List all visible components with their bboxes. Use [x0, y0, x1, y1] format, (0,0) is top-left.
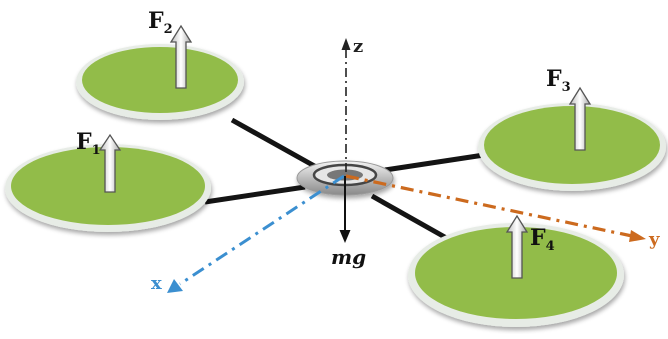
- axis-z-arrowhead: [341, 38, 351, 50]
- force-arrow-f3: [568, 86, 592, 151]
- label-f3: F3: [546, 66, 571, 95]
- frame-arms: [204, 117, 485, 243]
- label-axis-x: x: [151, 273, 162, 294]
- axis-x: [167, 174, 345, 293]
- arm-rotor-2: [230, 117, 320, 171]
- axis-x-line: [179, 174, 345, 286]
- force-arrow-f4: [505, 214, 529, 279]
- label-f4: F4: [530, 225, 555, 254]
- rotor-2: [76, 44, 244, 120]
- force-arrow-f2: [169, 24, 193, 89]
- label-f1: F1: [76, 129, 101, 158]
- label-f2: F2: [148, 8, 173, 37]
- axis-y: [345, 174, 646, 242]
- rotor-2-disc: [82, 47, 238, 113]
- axis-y-line: [345, 174, 633, 238]
- axis-x-arrowhead: [167, 279, 183, 293]
- force-arrow-f1: [98, 133, 122, 193]
- axis-z: [341, 38, 351, 172]
- label-axis-z: z: [353, 36, 363, 57]
- arm-rotor-3: [384, 152, 485, 173]
- arm-rotor-4: [370, 193, 452, 243]
- arm-rotor-1: [204, 184, 306, 205]
- weight-arrow: [339, 176, 351, 243]
- rotor-3-disc: [484, 106, 660, 184]
- rotor-3: [478, 103, 666, 191]
- axis-y-arrowhead: [629, 230, 646, 242]
- label-axis-y: y: [648, 229, 660, 250]
- label-mg: mg: [331, 245, 366, 269]
